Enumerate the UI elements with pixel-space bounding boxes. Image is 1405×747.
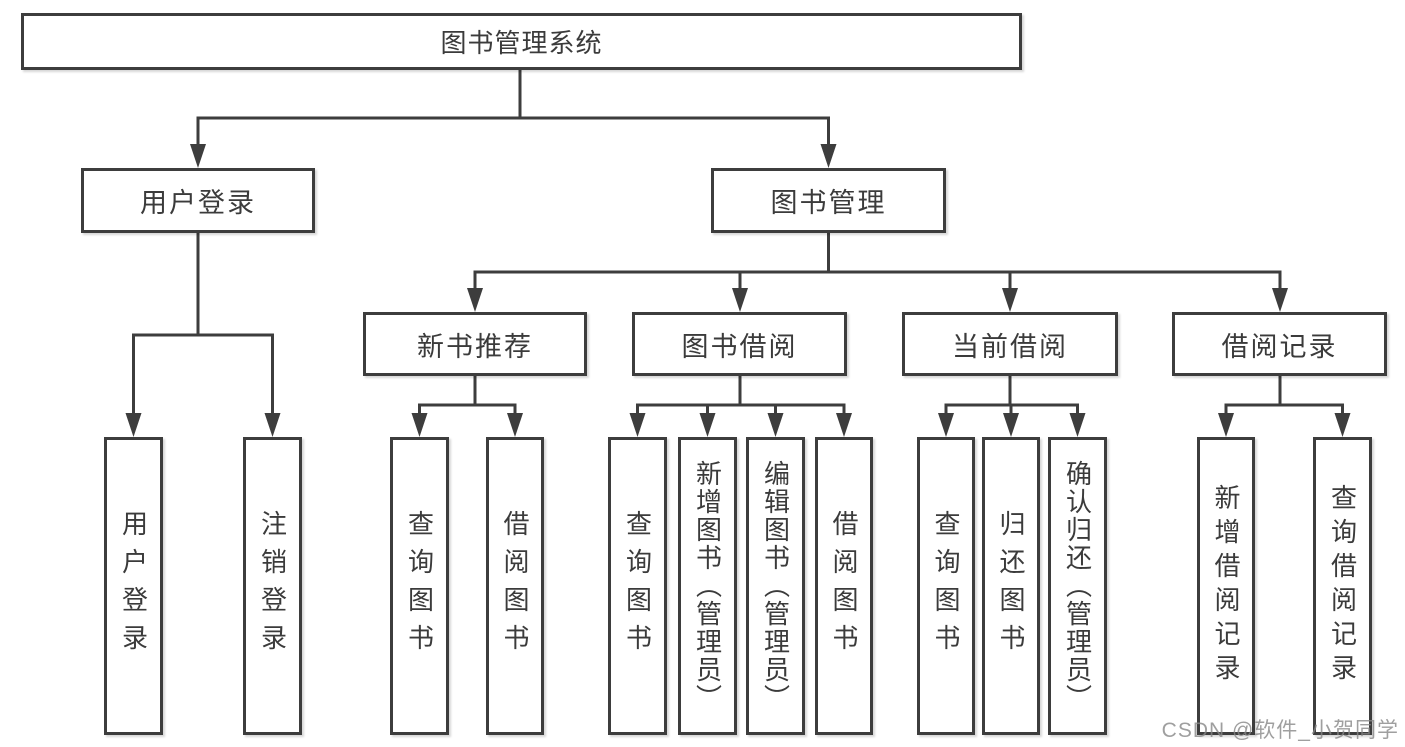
leaf-query-borrow-record-label: 查询借阅记录 bbox=[1327, 484, 1358, 688]
node-library-system-label: 图书管理系统 bbox=[440, 28, 603, 58]
edge-records-to-leaves bbox=[1218, 374, 1351, 437]
node-user-login-branch-label: 用户登录 bbox=[140, 188, 256, 218]
node-book-management-branch: 图书管理 bbox=[711, 168, 946, 233]
leaf-query-books-2-label: 查询图书 bbox=[622, 510, 653, 662]
node-borrow-records-label: 借阅记录 bbox=[1221, 331, 1338, 362]
leaf-borrow-books-1-label: 借阅图书 bbox=[500, 510, 530, 662]
leaf-borrow-books-2-label: 借阅图书 bbox=[829, 510, 859, 662]
node-current-borrow: 当前借阅 bbox=[902, 312, 1118, 376]
leaf-user-login: 用户登录 bbox=[104, 437, 163, 735]
node-borrow-records: 借阅记录 bbox=[1172, 312, 1387, 376]
node-user-login-branch: 用户登录 bbox=[81, 168, 315, 233]
leaf-add-borrow-record: 新增借阅记录 bbox=[1197, 437, 1255, 735]
leaf-add-borrow-record-label: 新增借阅记录 bbox=[1211, 484, 1241, 688]
leaf-add-book-admin-label: 新增图书（管理员） bbox=[692, 460, 723, 712]
leaf-query-books-2: 查询图书 bbox=[608, 437, 667, 735]
leaf-return-books: 归还图书 bbox=[982, 437, 1040, 735]
leaf-borrow-books-1: 借阅图书 bbox=[486, 437, 544, 735]
leaf-edit-book-admin-label: 编辑图书（管理员） bbox=[760, 460, 791, 712]
leaf-logout: 注销登录 bbox=[243, 437, 302, 735]
leaf-borrow-books-2: 借阅图书 bbox=[815, 437, 873, 735]
csdn-watermark: CSDN @软件_小贺同学 bbox=[1161, 719, 1399, 742]
edge-borrow-to-leaves bbox=[629, 374, 852, 437]
node-book-management-branch-label: 图书管理 bbox=[770, 188, 887, 218]
node-book-borrow: 图书借阅 bbox=[632, 312, 847, 376]
leaf-logout-label: 注销登录 bbox=[257, 510, 288, 662]
leaf-query-borrow-record: 查询借阅记录 bbox=[1313, 437, 1372, 735]
leaf-confirm-return-admin-label: 确认归还（管理员） bbox=[1062, 460, 1093, 712]
leaf-user-login-label: 用户登录 bbox=[118, 510, 149, 662]
node-current-borrow-label: 当前借阅 bbox=[952, 331, 1068, 362]
leaf-query-books-3: 查询图书 bbox=[917, 437, 975, 735]
leaf-query-books-1: 查询图书 bbox=[390, 437, 449, 735]
leaf-query-books-3-label: 查询图书 bbox=[931, 510, 961, 662]
leaf-return-books-label: 归还图书 bbox=[996, 510, 1026, 662]
leaf-confirm-return-admin: 确认归还（管理员） bbox=[1048, 437, 1107, 735]
node-book-borrow-label: 图书借阅 bbox=[681, 331, 798, 362]
node-new-book-recommend-label: 新书推荐 bbox=[417, 331, 533, 362]
node-new-book-recommend: 新书推荐 bbox=[363, 312, 587, 376]
edge-current-to-leaves bbox=[938, 374, 1086, 437]
edge-recommend-to-leaves bbox=[411, 374, 523, 437]
node-library-system: 图书管理系统 bbox=[21, 13, 1022, 70]
edge-login-to-leaves bbox=[125, 231, 281, 437]
leaf-add-book-admin: 新增图书（管理员） bbox=[678, 437, 737, 735]
edge-root-to-branches bbox=[190, 68, 837, 168]
edge-mgmt-to-groups bbox=[467, 231, 1288, 312]
leaf-edit-book-admin: 编辑图书（管理员） bbox=[746, 437, 805, 735]
leaf-query-books-1-label: 查询图书 bbox=[404, 510, 435, 662]
